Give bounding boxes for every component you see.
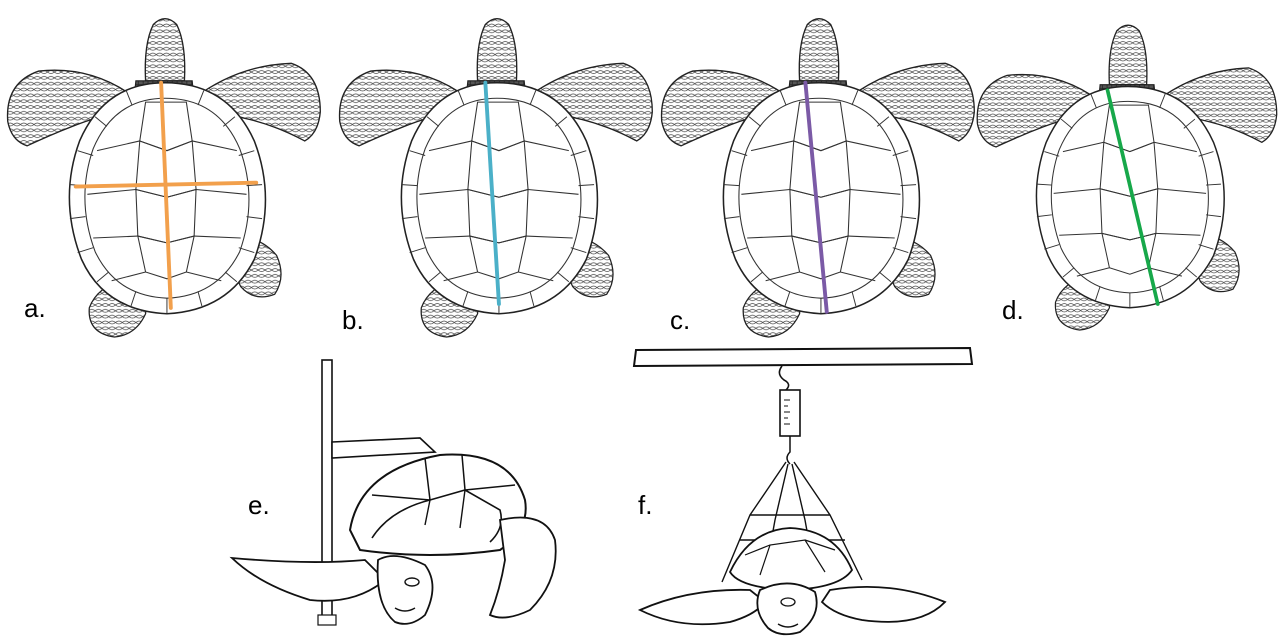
- turtle-carapace-diagram: [970, 0, 1286, 345]
- panel-f: f.: [600, 340, 990, 641]
- panel-label: e.: [248, 490, 270, 521]
- turtle-carapace-diagram: [332, 0, 662, 345]
- panel-e: e.: [200, 360, 580, 635]
- panel-label: d.: [1002, 295, 1024, 326]
- turtle-carapace-diagram: [0, 0, 330, 345]
- panel-c: c.: [654, 0, 984, 345]
- panel-label: c.: [670, 305, 690, 336]
- turtle-carapace-diagram: [654, 0, 984, 345]
- panel-d: d.: [970, 0, 1286, 345]
- panel-b: b.: [332, 0, 662, 345]
- panel-label: b.: [342, 305, 364, 336]
- weighing-sling-illustration: [600, 340, 990, 641]
- panel-label: a.: [24, 293, 46, 324]
- panel-a: a.: [0, 0, 330, 345]
- panel-label: f.: [638, 490, 652, 521]
